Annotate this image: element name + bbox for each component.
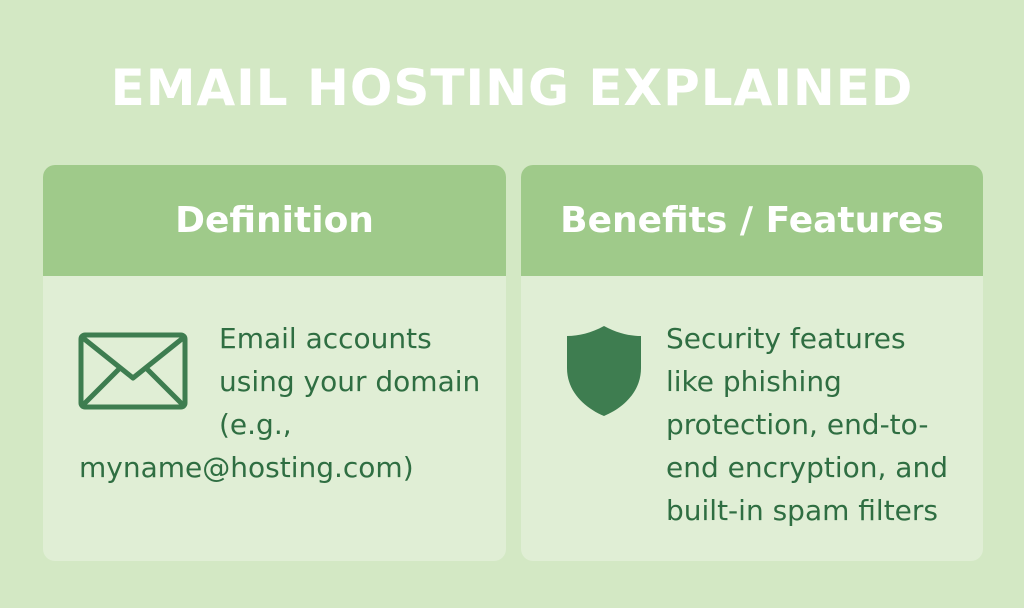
benefits-heading: Benefits / Features <box>521 165 983 276</box>
benefits-text: Security features like phishing protecti… <box>666 317 976 532</box>
envelope-icon <box>78 332 188 414</box>
definition-line: Email accounts <box>219 322 432 355</box>
definition-heading: Definition <box>43 165 506 276</box>
benefits-line: protection, end-to- <box>666 408 929 441</box>
benefits-body: Security features like phishing protecti… <box>521 276 983 561</box>
page-title: EMAIL HOSTING EXPLAINED <box>110 59 914 117</box>
definition-body: Email accounts using your domain (e.g., … <box>43 276 506 561</box>
shield-icon <box>565 324 643 422</box>
definition-line: myname@hosting.com) <box>79 451 414 484</box>
benefits-line: Security features <box>666 322 906 355</box>
benefits-line: like phishing <box>666 365 842 398</box>
definition-card: Definition Email accounts using your dom… <box>43 165 506 561</box>
definition-text: Email accounts using your domain (e.g., … <box>79 317 499 489</box>
benefits-card: Benefits / Features Security features li… <box>521 165 983 561</box>
definition-line: (e.g., <box>219 408 292 441</box>
benefits-line: end encryption, and <box>666 451 948 484</box>
benefits-line: built-in spam filters <box>666 494 939 527</box>
definition-line: using your domain <box>219 365 481 398</box>
